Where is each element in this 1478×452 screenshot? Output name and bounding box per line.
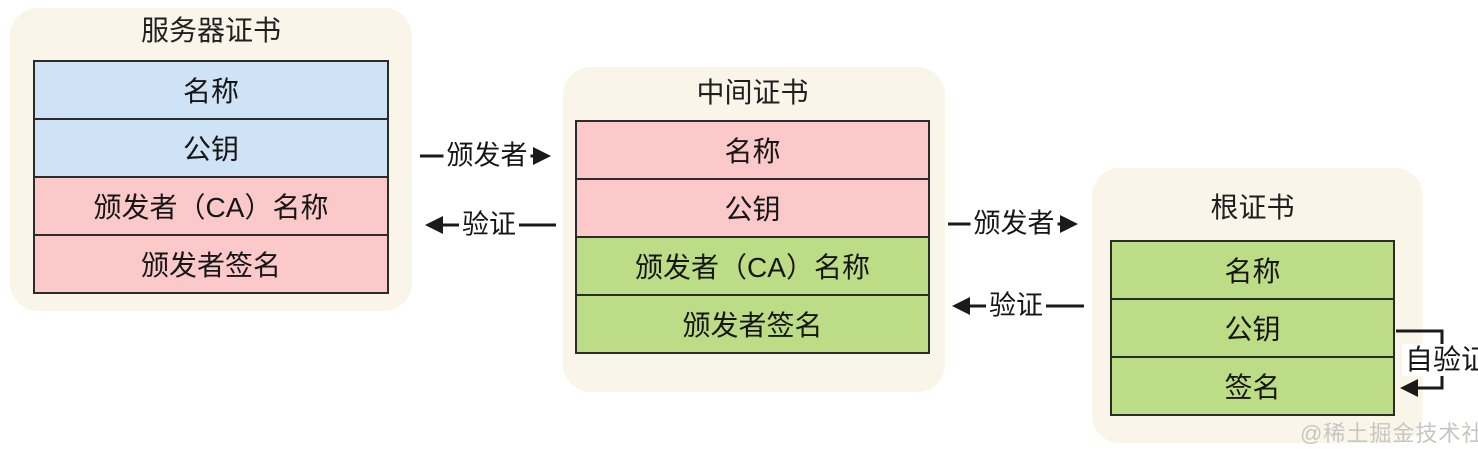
server-cert-row-issuer-name: 颁发者（CA）名称 bbox=[33, 176, 389, 236]
intermediate-cert-row-issuer-name: 颁发者（CA）名称 bbox=[575, 236, 930, 296]
root-cert-row-name-label: 名称 bbox=[1224, 256, 1281, 287]
verify-arrow-1-label: 验证 bbox=[459, 209, 519, 241]
root-cert-row-sig: 签名 bbox=[1110, 356, 1395, 416]
root-cert-title: 根证书 bbox=[1210, 192, 1295, 223]
intermediate-cert-row-issuer-sig-label: 颁发者签名 bbox=[682, 310, 823, 341]
intermediate-cert-title: 中间证书 bbox=[696, 77, 809, 108]
root-cert-row-pubkey-label: 公钥 bbox=[1224, 314, 1281, 345]
root-cert-row-name: 名称 bbox=[1110, 240, 1395, 300]
server-cert-row-pubkey-label: 公钥 bbox=[182, 134, 239, 165]
self-verify-label: 自验证 bbox=[1402, 344, 1478, 377]
server-cert-row-issuer-sig: 颁发者签名 bbox=[33, 234, 389, 294]
server-cert-row-issuer-sig-label: 颁发者签名 bbox=[140, 250, 281, 281]
issuer-arrow-1-head bbox=[533, 147, 551, 165]
server-cert-row-name-label: 名称 bbox=[182, 76, 239, 107]
server-cert-row-name: 名称 bbox=[33, 60, 389, 120]
intermediate-cert-row-name: 名称 bbox=[575, 120, 930, 180]
server-cert-row-pubkey: 公钥 bbox=[33, 118, 389, 178]
root-cert-row-pubkey: 公钥 bbox=[1110, 298, 1395, 358]
server-cert-row-issuer-name-label: 颁发者（CA）名称 bbox=[93, 192, 329, 223]
intermediate-cert-row-issuer-sig: 颁发者签名 bbox=[575, 294, 930, 354]
verify-arrow-1-head bbox=[425, 216, 443, 234]
intermediate-cert-table: 名称 公钥 颁发者（CA）名称 颁发者签名 bbox=[575, 120, 930, 354]
verify-arrow-2-label: 验证 bbox=[986, 290, 1046, 322]
verify-arrow-2-head bbox=[952, 297, 970, 315]
watermark-text: @稀土掘金技术社区 bbox=[1300, 421, 1478, 446]
intermediate-cert-row-pubkey: 公钥 bbox=[575, 178, 930, 238]
root-cert-table: 名称 公钥 签名 bbox=[1110, 240, 1395, 416]
issuer-arrow-2-head bbox=[1060, 215, 1078, 233]
intermediate-cert-row-name-label: 名称 bbox=[724, 136, 781, 167]
server-cert-table: 名称 公钥 颁发者（CA）名称 颁发者签名 bbox=[33, 60, 389, 294]
root-cert-row-sig-label: 签名 bbox=[1224, 372, 1281, 403]
server-cert-title: 服务器证书 bbox=[140, 15, 281, 46]
intermediate-cert-row-issuer-name-label: 颁发者（CA）名称 bbox=[635, 252, 870, 283]
issuer-arrow-2-label: 颁发者 bbox=[970, 208, 1058, 240]
intermediate-cert-row-pubkey-label: 公钥 bbox=[724, 194, 781, 225]
issuer-arrow-1-label: 颁发者 bbox=[443, 140, 531, 172]
